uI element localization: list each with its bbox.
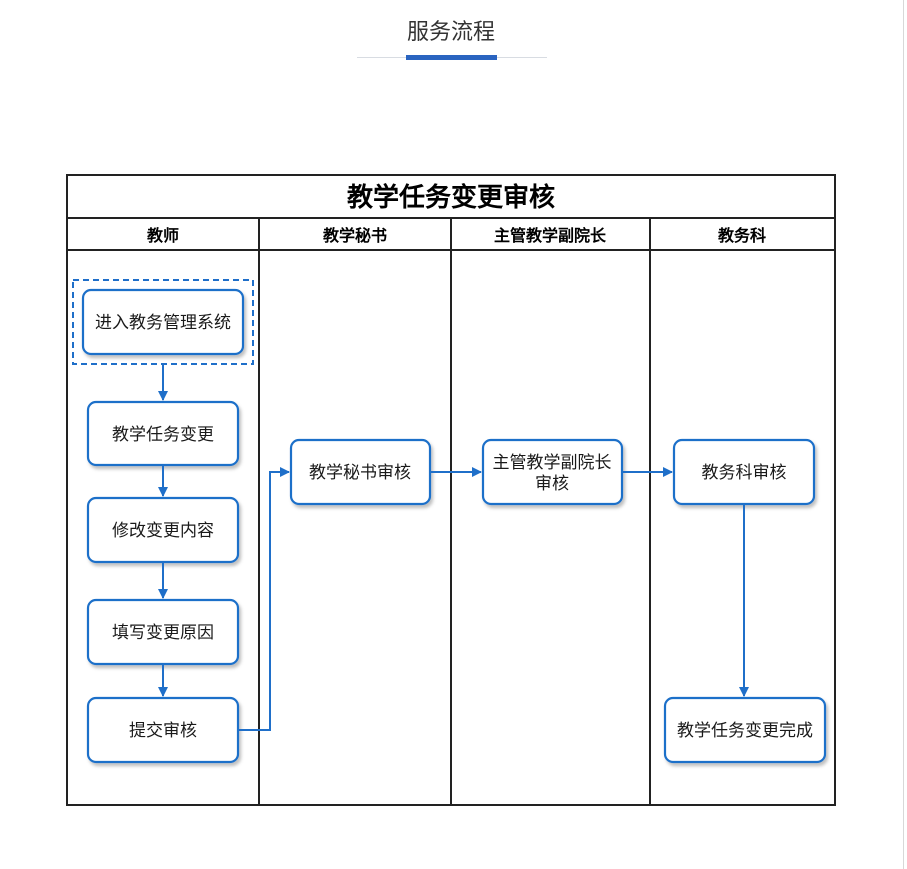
node-label: 进入教务管理系统	[95, 313, 231, 333]
node-label: 教学秘书审核	[309, 463, 411, 483]
lane-header-secretary: 教学秘书	[323, 226, 387, 245]
node-office-review[interactable]: 教务科审核	[672, 438, 816, 506]
node-label-line1: 主管教学副院长	[493, 453, 612, 473]
node-label: 填写变更原因	[112, 623, 214, 643]
node-modify-content[interactable]: 修改变更内容	[86, 496, 240, 564]
page-edge-line	[903, 0, 904, 869]
node-vice-dean-review[interactable]: 主管教学副院长 审核	[481, 438, 624, 506]
lane-header-academic-office: 教务科	[718, 226, 766, 245]
page-title: 服务流程	[406, 20, 495, 45]
node-enter-system[interactable]: 进入教务管理系统	[81, 288, 245, 356]
node-label: 提交审核	[129, 721, 197, 741]
node-secretary-review[interactable]: 教学秘书审核	[289, 438, 432, 506]
node-submit-review[interactable]: 提交审核	[86, 696, 240, 764]
node-task-change[interactable]: 教学任务变更	[86, 400, 240, 467]
node-label: 教学任务变更	[112, 425, 214, 445]
node-label: 教务科审核	[702, 463, 787, 483]
lane-header-vice-dean: 主管教学副院长	[494, 226, 607, 245]
diagram-title: 教学任务变更审核	[347, 182, 555, 213]
arrow-submit-to-secretary	[238, 467, 290, 731]
node-label-line2: 审核	[535, 474, 569, 494]
node-fill-reason[interactable]: 填写变更原因	[86, 598, 240, 666]
node-complete[interactable]: 教学任务变更完成	[663, 696, 827, 764]
node-label: 修改变更内容	[112, 521, 214, 541]
title-accent-bar	[406, 55, 497, 60]
node-label: 教学任务变更完成	[677, 721, 813, 741]
lane-header-teacher: 教师	[147, 226, 179, 245]
